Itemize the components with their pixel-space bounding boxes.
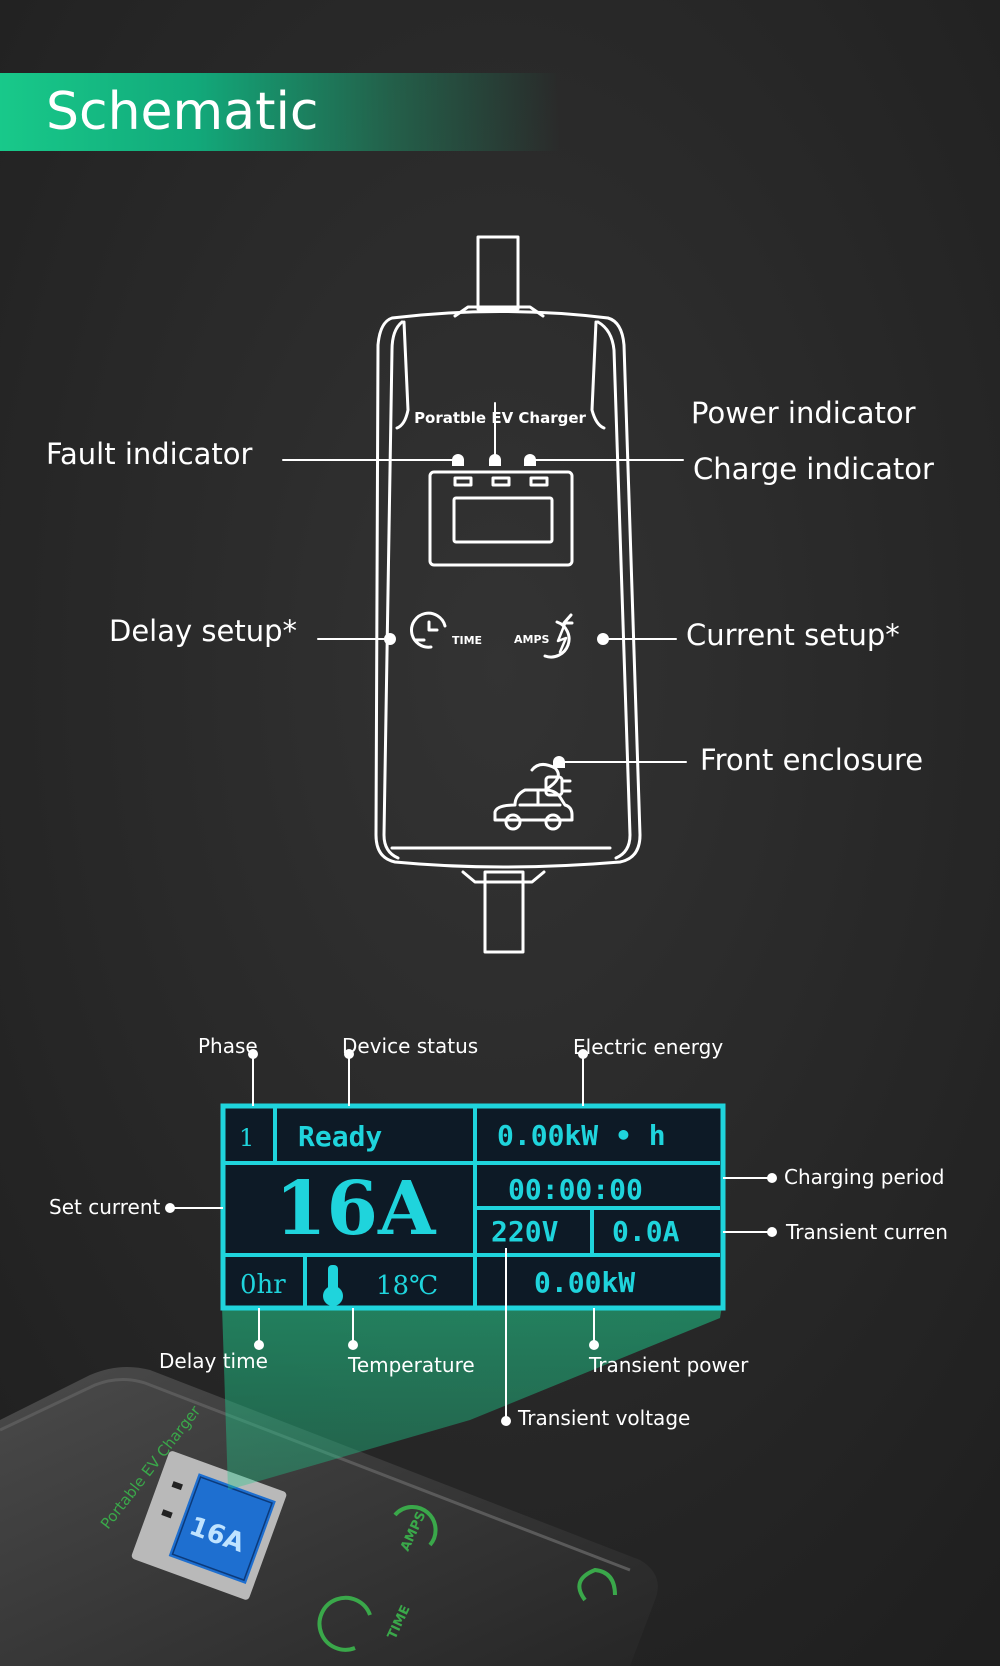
label-electric-energy: Electric energy: [573, 1035, 724, 1059]
label-set-current: Set current: [49, 1195, 161, 1219]
label-phase: Phase: [198, 1034, 258, 1058]
label-power-indicator: Power indicator: [691, 396, 916, 430]
label-charge-indicator: Charge indicator: [693, 452, 934, 486]
page-title: Schematic: [46, 82, 319, 142]
lcd-set-current-value: 16A: [275, 1166, 437, 1252]
label-front-enclosure: Front enclosure: [700, 743, 924, 777]
label-delay-setup: Delay setup*: [109, 614, 297, 648]
amps-button-text: AMPS: [514, 633, 550, 646]
charger-photo: 16A Portable EV Charger AMPS TIME: [0, 1366, 658, 1666]
lcd-period-value: 00:00:00: [508, 1173, 643, 1206]
thermometer-icon: [323, 1265, 343, 1306]
label-transient-voltage: Transient voltage: [518, 1406, 691, 1430]
label-delay-time: Delay time: [159, 1349, 268, 1373]
label-current-setup: Current setup*: [686, 618, 900, 652]
label-charging-period: Charging period: [784, 1165, 945, 1189]
title-banner: [0, 73, 560, 151]
label-device-status: Device status: [342, 1034, 479, 1058]
time-button-text: TIME: [452, 634, 482, 647]
label-fault-indicator: Fault indicator: [46, 437, 253, 471]
charger-drawing: [282, 235, 687, 954]
label-temperature: Temperature: [348, 1353, 475, 1377]
device-brand-text: Poratble EV Charger: [414, 409, 586, 427]
projection-glow: [222, 1306, 722, 1490]
label-transient-power: Transient power: [589, 1353, 749, 1377]
lcd-status-value: Ready: [298, 1120, 382, 1153]
label-transient-current: Transient curren: [786, 1220, 948, 1244]
lcd-delay-value: 0hr: [240, 1270, 286, 1300]
lcd-power-value: 0.00kW: [534, 1266, 635, 1299]
lcd-voltage-value: 220V: [491, 1215, 559, 1248]
lcd-panel: 1 Ready 0.00kW • h 16A 00:00:00 220V 0.0…: [220, 1103, 726, 1311]
lcd-energy-value: 0.00kW • h: [497, 1119, 666, 1152]
lcd-phase-value: 1: [239, 1124, 254, 1152]
lcd-current-value: 0.0A: [612, 1215, 680, 1248]
lcd-temperature-value: 18℃: [376, 1271, 438, 1301]
